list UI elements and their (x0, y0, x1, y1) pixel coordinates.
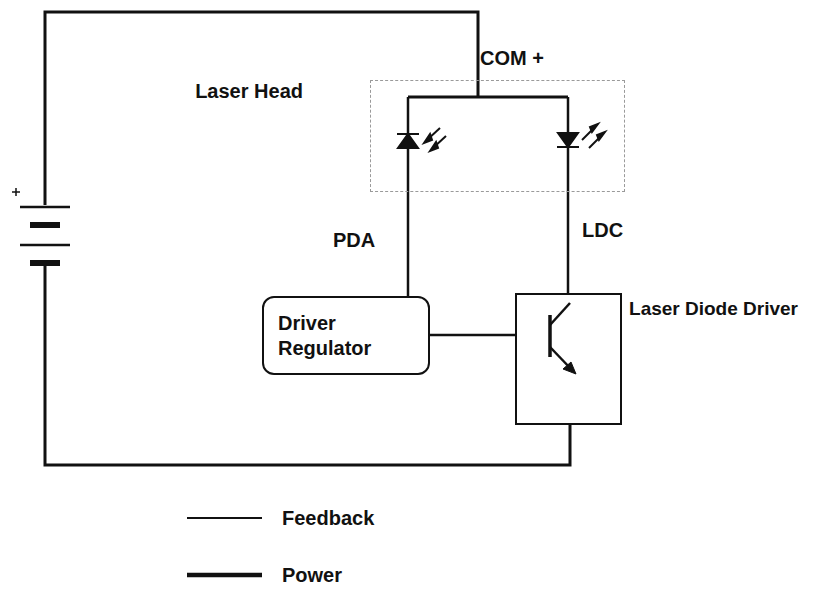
driver-box: Laser Diode Driver (515, 293, 622, 425)
node-label: Driver Regulator (278, 311, 414, 361)
signal-name: PDA (333, 228, 375, 252)
legend-label: Power (282, 563, 342, 587)
node-label: Laser Head (195, 79, 303, 104)
legend-label: Feedback (282, 506, 374, 530)
node-label: Laser Diode Driver (628, 297, 798, 321)
terminal-label: COM + (480, 46, 544, 70)
photodiode-symbol (397, 128, 446, 151)
control-wire (430, 334, 515, 337)
legend-sample (187, 518, 262, 575)
drive-wire (567, 192, 570, 293)
laser-head-housing: Laser Head (370, 80, 625, 192)
laser-diode-symbol (557, 124, 605, 148)
signal-name: LDC (582, 218, 623, 242)
process-box: Driver Regulator (262, 296, 430, 375)
battery-symbol (12, 188, 70, 263)
transistor-symbol (550, 303, 576, 374)
feedback-wire (407, 192, 410, 296)
